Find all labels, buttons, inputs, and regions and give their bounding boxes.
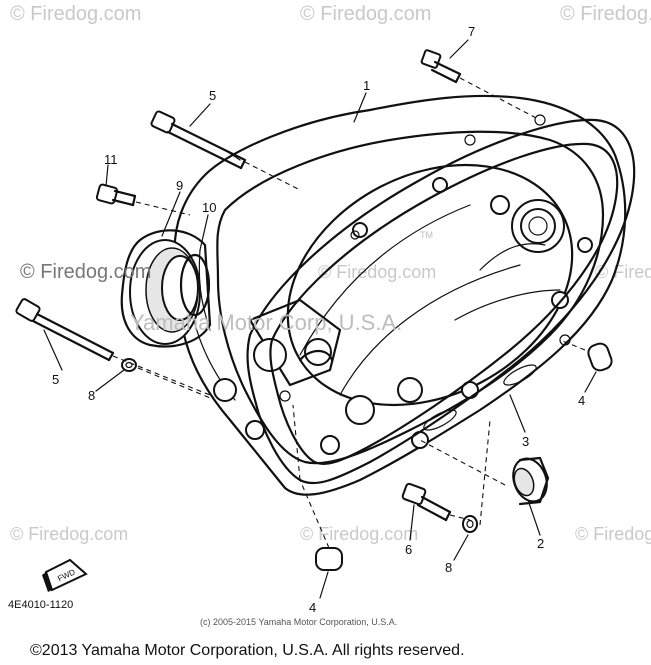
watermark-company: Yamaha Motor Corp, U.S.A. — [130, 310, 402, 335]
footer-copyright: ©2013 Yamaha Motor Corporation, U.S.A. A… — [30, 642, 465, 659]
bolt-5-top-drawing — [150, 110, 247, 170]
watermark-tm: TM — [420, 230, 433, 240]
bearing-housing-drawing — [120, 229, 212, 348]
callout-2: 2 — [537, 536, 544, 551]
washer-8-left-drawing — [121, 358, 137, 372]
watermark-mid-left: © Firedog.com — [20, 261, 151, 283]
bolt-7-drawing — [420, 49, 462, 84]
watermark-top-right: © Firedog.com — [560, 3, 651, 25]
watermark-mid-center: © Firedog.com — [318, 262, 436, 282]
callout-5-bottom: 5 — [52, 372, 59, 387]
bolt-11-drawing — [95, 183, 137, 207]
watermark-top-left: © Firedog.com — [10, 3, 141, 25]
callout-8-left: 8 — [88, 388, 95, 403]
dowel-pin-bottom — [315, 547, 343, 571]
washer-8-right-drawing — [462, 515, 478, 533]
callout-3: 3 — [522, 434, 529, 449]
callout-6: 6 — [405, 542, 412, 557]
oil-seal-drawing — [512, 456, 550, 506]
diagram-number: 4E4010-1120 — [8, 599, 73, 611]
gasket-drawing — [246, 118, 636, 485]
bolt-6-drawing — [401, 482, 452, 522]
watermark-bottom-center: © Firedog.com — [300, 524, 418, 544]
callout-8-right: 8 — [445, 560, 452, 575]
callout-10: 10 — [202, 200, 216, 215]
front-direction-tag: FWD — [42, 558, 88, 592]
watermark-top-center: © Firedog.com — [300, 3, 431, 25]
callout-7: 7 — [468, 24, 475, 39]
small-copyright: (c) 2005-2015 Yamaha Motor Corporation, … — [200, 617, 397, 627]
crankcase-cover-drawing — [173, 94, 627, 496]
callout-1: 1 — [363, 78, 370, 93]
watermark-bottom-left: © Firedog.com — [10, 524, 128, 544]
bolt-5-bottom-drawing — [15, 298, 115, 362]
callout-4-right: 4 — [578, 393, 585, 408]
leader-lines — [43, 39, 597, 599]
callout-5-top: 5 — [209, 88, 216, 103]
watermark-mid-right: © Firedog.com — [595, 262, 651, 282]
callout-9: 9 — [176, 178, 183, 193]
callout-11: 11 — [104, 152, 118, 167]
callout-4-bottom: 4 — [309, 600, 316, 615]
dowel-pin-right — [587, 342, 613, 372]
assembly-lines — [112, 77, 586, 549]
watermark-bottom-right: © Firedog.com — [575, 524, 651, 544]
